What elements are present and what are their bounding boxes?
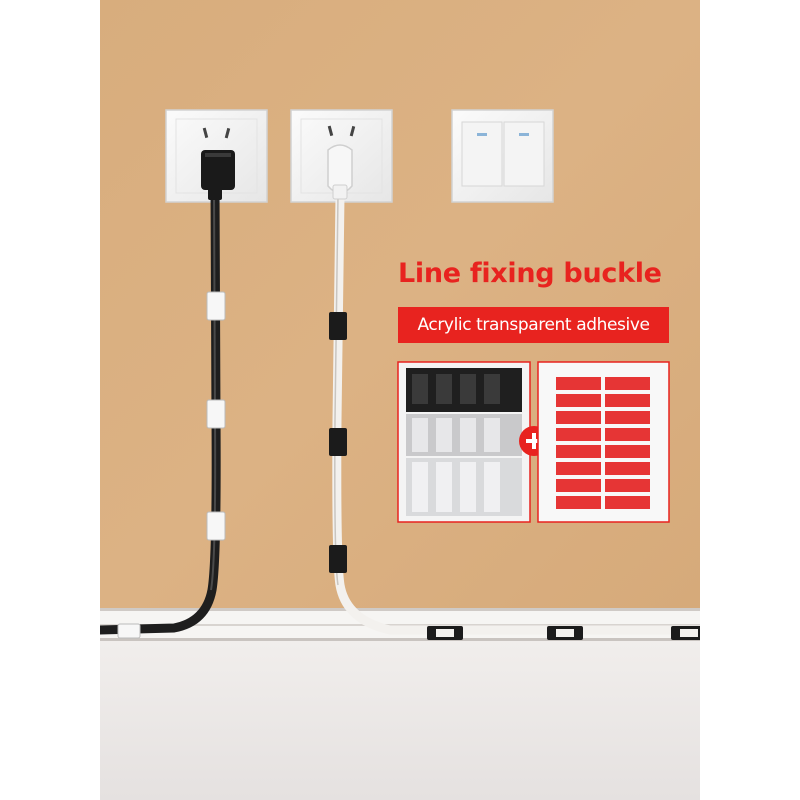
- adhesive-tape-panel: [537, 361, 670, 523]
- floor: [100, 640, 700, 800]
- clips-black-cable: [117, 291, 226, 639]
- clips-product-panel: [397, 361, 531, 523]
- product-photo: [100, 0, 700, 800]
- clips-white-cable: [329, 312, 700, 640]
- product-subtitle-banner: Acrylic transparent adhesive: [398, 307, 669, 343]
- light-switch: [451, 109, 554, 203]
- product-title: Line fixing buckle: [398, 258, 662, 289]
